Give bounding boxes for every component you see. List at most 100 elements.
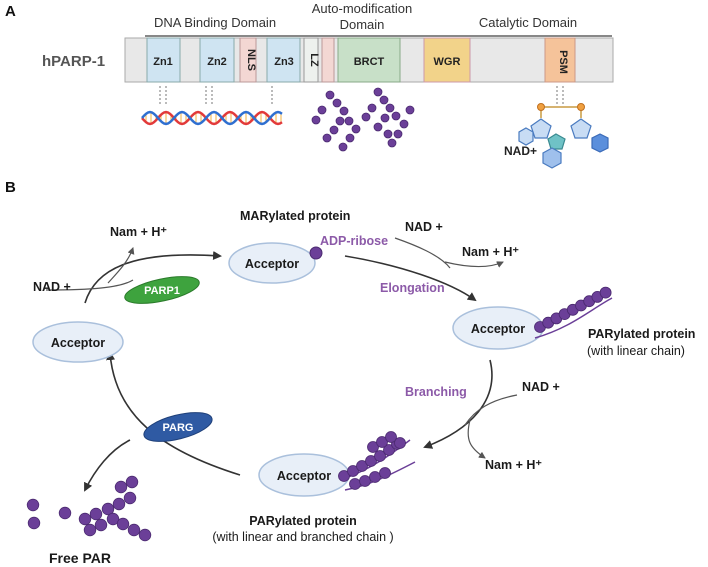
zn2-domain	[199, 37, 235, 83]
branching-label: Branching	[405, 385, 467, 399]
free-par-label: Free PAR	[49, 550, 111, 566]
parp1-arrow	[84, 251, 222, 304]
brct-bead	[380, 113, 390, 123]
branched-bead	[349, 478, 361, 490]
brct-bead	[329, 125, 339, 135]
branched-bead	[376, 436, 388, 448]
branched-bead	[383, 444, 395, 456]
protein-name: hPARP-1	[42, 53, 105, 70]
parylated-linear-label: PARylated protein	[588, 327, 695, 341]
branched-bead	[379, 467, 391, 479]
brct-bead	[345, 133, 355, 143]
brct-bead	[344, 116, 354, 126]
brct-bead	[325, 90, 335, 100]
par-chains-icon	[311, 87, 415, 152]
acceptor-top-label: Acceptor	[245, 257, 299, 271]
free-par-bead	[106, 512, 120, 526]
linear-par-chain	[534, 286, 612, 333]
brct-bead	[393, 129, 403, 139]
parg-arrow	[106, 351, 241, 476]
free-par-bead	[27, 516, 41, 530]
acceptor-bottom: Acceptor	[258, 453, 350, 497]
nad-label-mid-right: NAD +	[522, 380, 560, 394]
branched-bead	[365, 455, 377, 467]
elongation-label: Elongation	[380, 281, 445, 295]
nad-input-arrow-right	[464, 394, 518, 426]
marylated-label: MARylated protein	[240, 209, 350, 223]
parp1-label: PARP1	[144, 285, 180, 297]
auto-modification-header-line2: Domain	[340, 17, 385, 32]
acceptor-left-label: Acceptor	[51, 336, 105, 350]
free-par-bead	[83, 523, 97, 537]
nam-label-top-right: Nam + H⁺	[462, 245, 519, 259]
brct-bead	[391, 111, 401, 121]
zn2-label: Zn2	[207, 56, 227, 68]
elongation-arrow	[344, 255, 477, 302]
brct-bead	[335, 116, 345, 126]
free-par-bead	[26, 498, 40, 512]
brct-bead	[387, 138, 397, 148]
nad-label-left: NAD +	[33, 280, 71, 294]
brct-bead	[379, 95, 389, 105]
zn1-domain	[146, 37, 181, 83]
parylated-branched-label: PARylated protein	[249, 514, 356, 528]
acceptor-right: Acceptor	[452, 306, 544, 350]
brct-bead	[405, 105, 415, 115]
linear-chain-backbone	[534, 297, 613, 339]
free-par-bead	[125, 475, 139, 489]
brct-bead	[373, 87, 383, 97]
acceptor-top: Acceptor	[228, 242, 323, 284]
nam-release-arrow-top	[444, 261, 504, 268]
dna-helix-icon	[141, 110, 283, 126]
brct-bead	[332, 98, 342, 108]
branched-bead	[394, 437, 406, 449]
free-par-bead	[78, 512, 92, 526]
nad-label-top-right: NAD +	[405, 220, 443, 234]
wgr-label: WGR	[434, 56, 461, 68]
free-par-bead	[127, 523, 141, 537]
free-par-bead	[114, 480, 128, 494]
free-par-bead	[101, 502, 115, 516]
panel-a-label: A	[5, 3, 16, 20]
nls-label: NLS	[245, 49, 257, 71]
nad-plus-label: NAD+	[504, 144, 537, 158]
nls-domain	[239, 37, 257, 83]
brct-bead	[339, 106, 349, 116]
branching-arrow	[423, 359, 493, 449]
zn-connectors	[159, 86, 564, 104]
psm-label: PSM	[557, 50, 569, 74]
brct-bead	[373, 122, 383, 132]
brct-domain	[337, 37, 401, 83]
zn3-domain	[266, 37, 301, 83]
dna-binding-domain-header: DNA Binding Domain	[154, 15, 276, 30]
branched-bead	[356, 460, 368, 472]
cycle-arrows	[45, 237, 518, 492]
free-par-bead	[116, 517, 130, 531]
linear-bead	[599, 286, 612, 299]
panel-b-label: B	[5, 179, 16, 196]
free-par-bead	[89, 507, 103, 521]
brct-bead	[367, 103, 377, 113]
adp-ribose-label: ADP-ribose	[320, 234, 388, 248]
brct-bead	[399, 119, 409, 129]
nad-input-arrow-left	[45, 279, 134, 291]
auto-modification-header-line1: Auto-modification	[312, 1, 412, 16]
brct-bead	[361, 112, 371, 122]
nam-release-arrow-left	[107, 247, 135, 284]
nad-input-arrow-top	[394, 237, 451, 269]
lz-domain	[303, 37, 319, 83]
brct-bead	[311, 115, 321, 125]
branched-bead	[369, 471, 381, 483]
free-par-beads	[26, 475, 152, 542]
acceptor-right-label: Acceptor	[471, 322, 525, 336]
brct-bead	[317, 105, 327, 115]
wgr-domain	[423, 37, 471, 83]
catalytic-domain-header: Catalytic Domain	[479, 15, 577, 30]
brct-bead	[322, 133, 332, 143]
branched-bead	[347, 465, 359, 477]
acceptor-bottom-label: Acceptor	[277, 469, 331, 483]
linker-domain	[321, 37, 335, 83]
psm-domain	[544, 37, 576, 83]
